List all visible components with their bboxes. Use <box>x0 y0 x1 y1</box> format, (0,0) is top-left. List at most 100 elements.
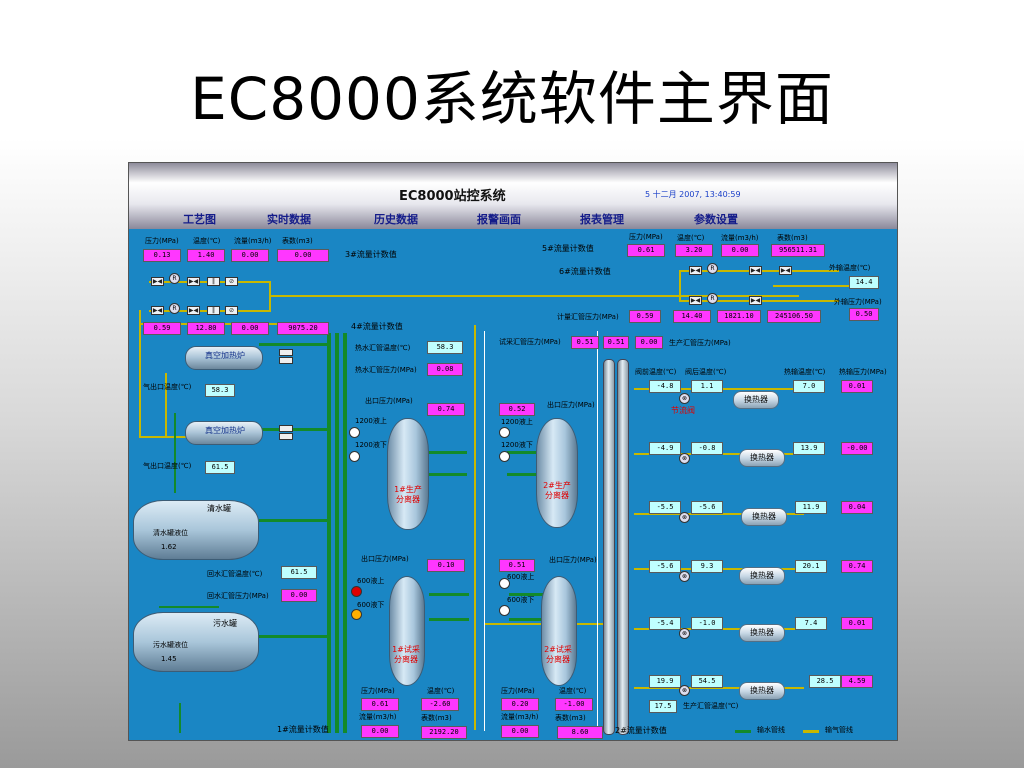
throttle-valve-icon[interactable]: ⊗ <box>679 571 690 582</box>
meter1-pressure-label: 压力(MPa) <box>361 687 395 695</box>
water-pipe <box>327 333 331 733</box>
valve-icon[interactable]: ▶◀ <box>749 266 762 275</box>
heat-exchanger-4[interactable]: 换热器 <box>739 567 785 585</box>
hx5-press-value: 0.01 <box>841 617 873 630</box>
menu-history-data[interactable]: 历史数据 <box>374 213 418 226</box>
meter1-pressure-value: 0.61 <box>361 698 399 711</box>
meter2-pressure-label: 压力(MPa) <box>501 687 535 695</box>
valve-icon[interactable]: ▶◀ <box>151 277 164 286</box>
water-pipe <box>429 618 469 621</box>
vacuum-heater-2-label: 真空加热炉 <box>205 426 245 435</box>
waste-water-tank[interactable] <box>133 612 259 672</box>
outlet-temp-label: 外输温度(℃) <box>829 264 871 272</box>
pump-icon[interactable]: R <box>169 273 180 284</box>
sep3-level-lo-indicator <box>351 609 362 620</box>
heat-exchanger-6[interactable]: 换热器 <box>739 682 785 700</box>
filter-icon[interactable]: ‖ <box>207 277 220 286</box>
meter5-flow-label: 流量(m3/h) <box>721 234 759 242</box>
water-pipe <box>507 451 547 454</box>
test-separator-1[interactable] <box>389 576 425 686</box>
filter-icon[interactable]: ‖ <box>207 306 220 315</box>
menu-alarm-screen[interactable]: 报警画面 <box>477 213 521 226</box>
meter5-flow-value: 0.00 <box>721 244 759 257</box>
meter5-total-value: 956511.31 <box>771 244 825 257</box>
throttle-valve-icon[interactable]: ⊗ <box>679 393 690 404</box>
meter2-name: 2#流量计数值 <box>615 726 667 735</box>
throttle-valve-icon[interactable]: ⊗ <box>679 685 690 696</box>
vacuum-heater-1[interactable] <box>185 346 263 370</box>
meter3-flow-label: 流量(m3/h) <box>234 237 272 245</box>
pump-icon[interactable]: R <box>707 263 718 274</box>
valve-icon[interactable]: ▶◀ <box>187 277 200 286</box>
heat-exchanger-2[interactable]: 换热器 <box>739 449 785 467</box>
throttle-valve-icon[interactable]: ⊗ <box>679 512 690 523</box>
test-header-press-value-3: 0.00 <box>635 336 663 349</box>
valve-icon[interactable]: ▶◀ <box>689 296 702 305</box>
sep4-level-lo-label: 600液下 <box>507 596 535 604</box>
pump-icon[interactable]: R <box>707 293 718 304</box>
menu-parameter-settings[interactable]: 参数设置 <box>694 213 738 226</box>
hx4-temp-value: 20.1 <box>795 560 827 573</box>
meter6-pressure-value: 0.59 <box>629 310 661 323</box>
meter1-temp-label: 温度(℃) <box>427 687 455 695</box>
prod-separator-2[interactable] <box>536 418 578 528</box>
meter2-total-value: 8.60 <box>557 726 603 739</box>
clean-water-tank[interactable] <box>133 500 259 560</box>
meter5-temp-value: 3.20 <box>675 244 713 257</box>
hx6-press-value: 4.59 <box>841 675 873 688</box>
water-pipe <box>259 519 329 522</box>
hot-output-temp-label: 热输温度(℃) <box>784 368 826 376</box>
meter5-total-label: 表数(m3) <box>777 234 808 242</box>
throttle-valve-icon[interactable]: ⊗ <box>679 628 690 639</box>
prod-separator-1[interactable] <box>387 418 429 530</box>
pump-icon[interactable]: R <box>169 303 180 314</box>
water-pipe <box>427 473 467 476</box>
heat-exchanger-1[interactable]: 换热器 <box>733 391 779 409</box>
water-pipe <box>507 473 547 476</box>
hx1-temp-value: 7.0 <box>793 380 825 393</box>
menu-process-diagram[interactable]: 工艺图 <box>183 213 216 226</box>
menu-report-management[interactable]: 报表管理 <box>580 213 624 226</box>
hx3-press-value: 0.04 <box>841 501 873 514</box>
gas-pipe <box>679 270 681 302</box>
valve-icon[interactable]: ▶◀ <box>779 266 792 275</box>
legend-water-label: 输水管线 <box>757 726 785 734</box>
meter2-flow-label: 流量(m3/h) <box>501 713 539 721</box>
meter1-temp-value: -2.60 <box>421 698 459 711</box>
heat-exchanger-5[interactable]: 换热器 <box>739 624 785 642</box>
menu-realtime-data[interactable]: 实时数据 <box>267 213 311 226</box>
water-pipe <box>259 343 329 346</box>
valve-after-temp-label: 阀后温度(℃) <box>685 368 727 376</box>
hx2-temp-value: 13.9 <box>793 442 825 455</box>
hx1-before-value: -4.8 <box>649 380 681 393</box>
valve-icon[interactable]: ⊘ <box>225 306 238 315</box>
heat-exchanger-3[interactable]: 换热器 <box>741 508 787 526</box>
heater1-outlet-temp-label: 气出口温度(℃) <box>143 383 192 391</box>
test-separator-2[interactable] <box>541 576 577 686</box>
sep3-outlet-press-value: 0.10 <box>427 559 465 572</box>
meter2-total-label: 表数(m3) <box>555 714 586 722</box>
return-water-temp-label: 回水汇管温度(℃) <box>207 570 263 578</box>
gas-pipe <box>139 436 189 438</box>
meter1-total-value: 2192.20 <box>421 726 467 739</box>
test-header-column <box>617 359 629 735</box>
vacuum-heater-2[interactable] <box>185 421 263 445</box>
valve-icon[interactable]: ⊘ <box>225 277 238 286</box>
hx5-before-value: -5.4 <box>649 617 681 630</box>
valve-icon[interactable]: ▶◀ <box>187 306 200 315</box>
hx1-press-value: 0.01 <box>841 380 873 393</box>
hot-water-press-label: 热水汇管压力(MPa) <box>355 366 417 374</box>
throttle-valve-icon[interactable]: ⊗ <box>679 453 690 464</box>
test-header-press-value-1: 0.51 <box>571 336 599 349</box>
fitting-icon <box>279 433 293 440</box>
meter4-temp-value: 12.80 <box>187 322 225 335</box>
valve-icon[interactable]: ▶◀ <box>689 266 702 275</box>
water-pipe <box>509 593 549 596</box>
valve-icon[interactable]: ▶◀ <box>151 306 164 315</box>
prod-header-temp-value: 17.5 <box>649 700 677 713</box>
water-pipe <box>335 333 339 733</box>
valve-icon[interactable]: ▶◀ <box>749 296 762 305</box>
meter5-pressure-label: 压力(MPa) <box>629 233 663 241</box>
hx5-temp-value: 7.4 <box>795 617 827 630</box>
clean-tank-level-value: 1.62 <box>161 543 177 551</box>
